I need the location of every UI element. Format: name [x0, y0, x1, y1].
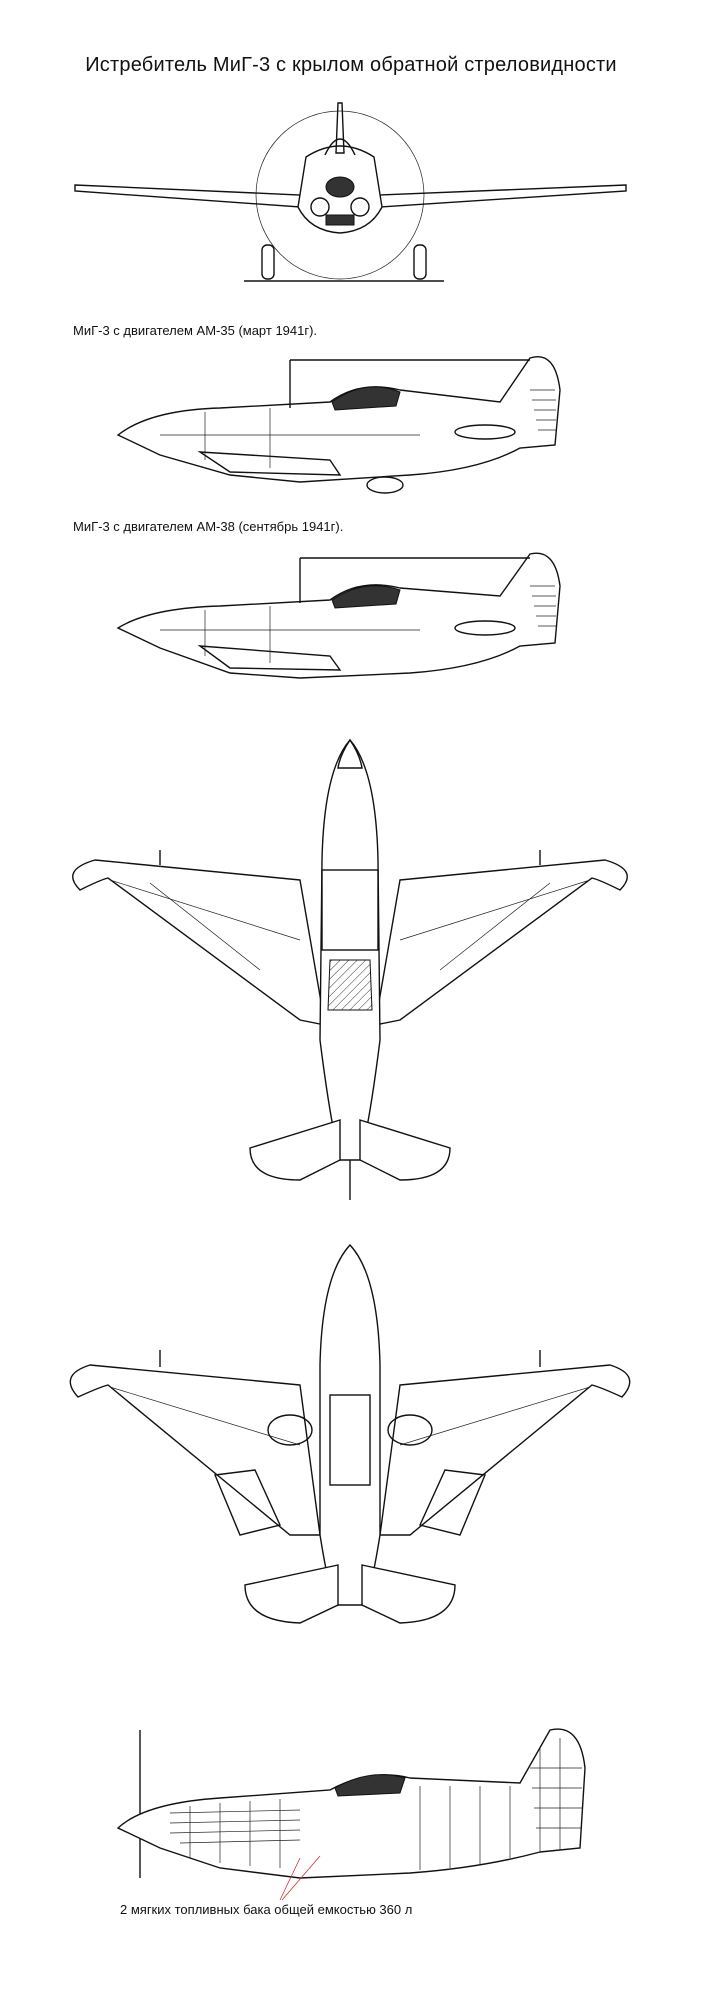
fuel-tank-note: 2 мягких топливных бака общей емкостью 3… [120, 1902, 413, 1917]
right-wing-front [379, 184, 627, 208]
front-view-drawing [74, 102, 627, 282]
caption-am38: МиГ-3 с двигателем АМ-38 (сентябрь 1941г… [73, 519, 344, 534]
radiator-intake [325, 214, 355, 226]
spinner-front [325, 176, 355, 198]
fin-front [335, 102, 345, 154]
left-wing-top [72, 859, 326, 1026]
callout-line [279, 1857, 301, 1901]
top-view-drawing [72, 738, 628, 1200]
propeller-disc [255, 110, 425, 280]
bottom-view-drawing [69, 1243, 631, 1624]
drawing-title: Истребитель МиГ-3 с крылом обратной стре… [85, 54, 617, 76]
side-view-am38 [116, 552, 561, 679]
right-wing-bottom [379, 1364, 631, 1536]
left-gear-front [261, 244, 275, 280]
left-wing-bottom [69, 1364, 321, 1536]
tailplane-bottom [244, 1564, 339, 1624]
cutaway-side-view [116, 1728, 586, 1901]
right-wing-top [374, 859, 628, 1026]
caption-am35: МиГ-3 с двигателем АМ-35 (март 1941г). [73, 323, 318, 338]
right-gear-front [413, 244, 427, 280]
side-view-am35 [116, 356, 561, 494]
left-wing-front [74, 184, 301, 208]
tailplane-top [249, 1119, 341, 1181]
fuselage-bottom [319, 1243, 381, 1606]
canopy-front [324, 138, 356, 156]
